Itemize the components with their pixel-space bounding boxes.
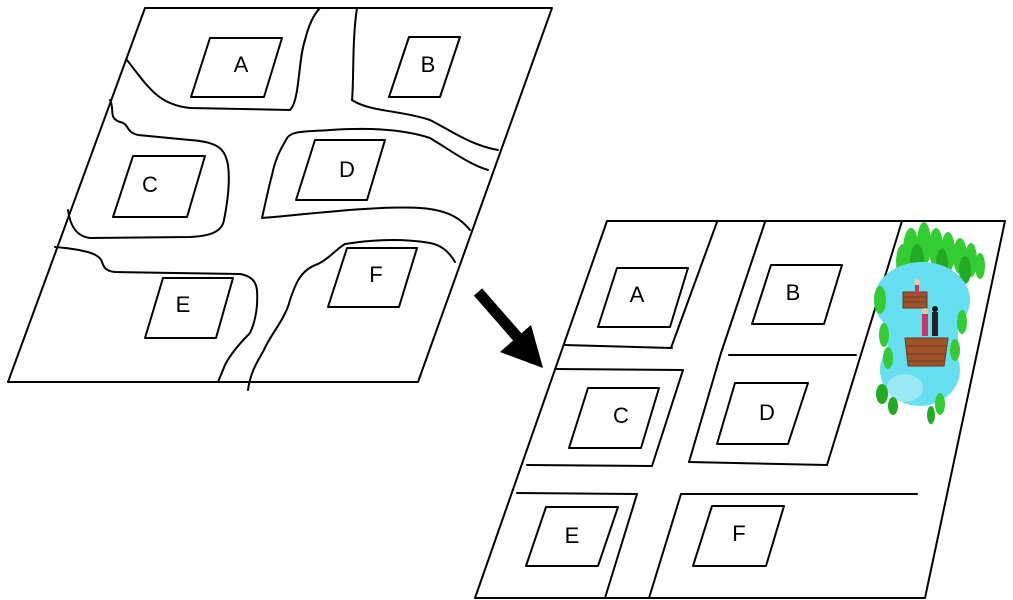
lot-parcel [327, 247, 418, 308]
before-road-edge [261, 127, 489, 231]
park-icon [874, 222, 985, 424]
after-road-edge [563, 344, 673, 349]
lot-label: E [565, 523, 580, 548]
before-map: A B C D E F [7, 7, 553, 391]
before-road-edge [126, 7, 321, 111]
after-map: A B C D E F [474, 220, 1006, 599]
after-road-edge [516, 492, 638, 495]
before-road-edge [351, 7, 499, 151]
lot-label: C [142, 172, 158, 197]
lot-label: A [630, 282, 645, 307]
after-road-edge [526, 464, 653, 467]
after-map-boundary [474, 220, 1006, 599]
before-road-edge [247, 239, 456, 391]
lot-label: D [339, 157, 355, 182]
lot-label: C [613, 403, 629, 428]
after-road-edge [554, 368, 684, 371]
before-lot-a: A [190, 37, 283, 98]
lot-parcel [388, 36, 461, 98]
lot-parcel [295, 139, 386, 201]
after-road-edge [688, 352, 722, 463]
lot-label: F [369, 262, 382, 287]
after-road-edge [670, 221, 718, 349]
lot-parcel [692, 505, 785, 567]
after-road-edge [604, 493, 638, 599]
after-lot-b: B [751, 264, 843, 325]
after-road-edge [826, 220, 903, 466]
arrow-down-right-icon [473, 288, 543, 368]
before-lot-b: B [388, 36, 461, 98]
side-trees-icon [874, 286, 967, 424]
lot-parcel [112, 155, 206, 218]
bench-icon [904, 306, 949, 367]
before-map-boundary [7, 7, 553, 383]
lot-parcel [190, 37, 283, 98]
before-lot-f: F [327, 247, 418, 308]
before-road-edge [54, 246, 259, 383]
after-lot-a: A [597, 267, 689, 328]
lot-label: B [786, 280, 801, 305]
lot-parcel [525, 506, 619, 567]
after-road-edge [688, 461, 828, 466]
lot-label: F [732, 521, 745, 546]
lot-label: B [421, 52, 436, 77]
lot-parcel [568, 387, 660, 449]
lot-label: E [176, 292, 191, 317]
after-lot-d: D [716, 382, 809, 445]
after-lot-c: C [568, 387, 660, 449]
lot-label: A [234, 52, 249, 77]
lot-parcel [751, 264, 843, 325]
after-road-edge [648, 493, 682, 599]
lot-label: D [759, 400, 775, 425]
after-lot-f: F [692, 505, 785, 567]
before-lot-c: C [112, 155, 206, 218]
lot-parcel [144, 277, 234, 339]
after-road-edge [720, 221, 766, 354]
lot-parcel [716, 382, 809, 445]
lot-parcel [597, 267, 689, 328]
tree-row-icon [896, 222, 985, 284]
before-lot-e: E [144, 277, 234, 339]
before-lot-d: D [295, 139, 386, 201]
after-road-edge [651, 369, 684, 467]
before-road-edge [67, 99, 230, 239]
after-lot-e: E [525, 506, 619, 567]
bench-icon [902, 279, 928, 309]
